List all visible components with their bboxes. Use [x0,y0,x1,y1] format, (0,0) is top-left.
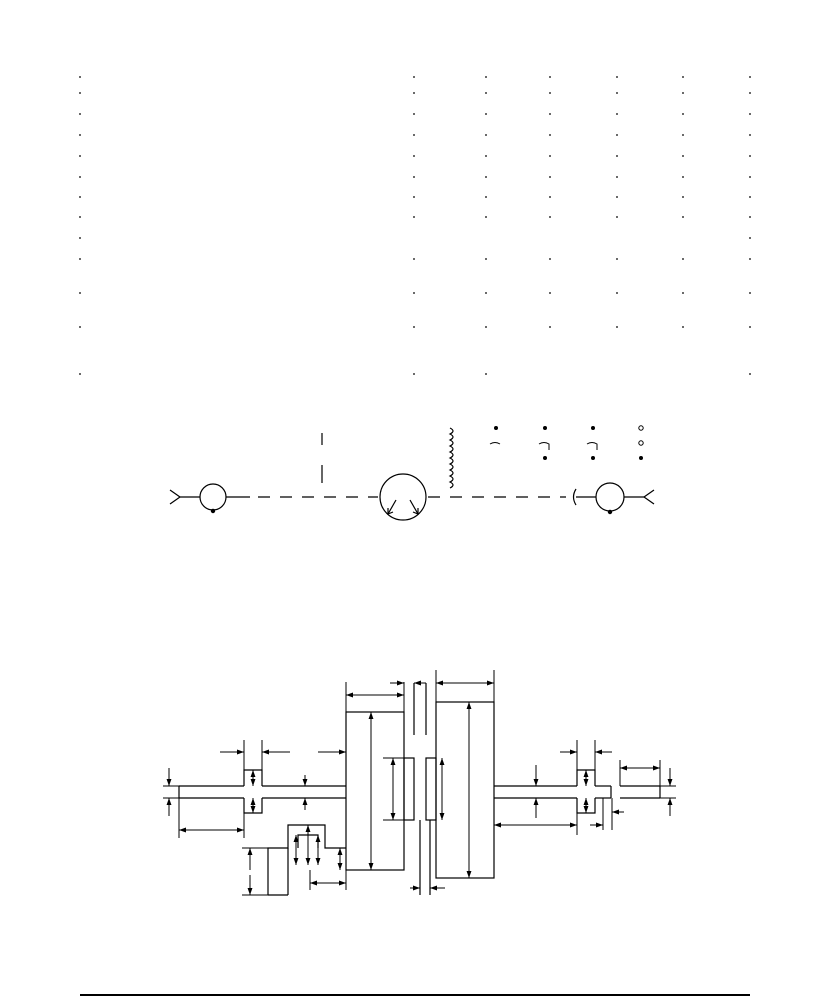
table-dot [413,196,415,198]
table-dot [413,292,415,294]
table-dot [549,113,551,115]
table-dot [485,326,487,328]
table-dot [549,155,551,157]
table-dot [485,216,487,218]
table-dot [549,292,551,294]
table-dot [682,134,684,136]
table-dot [485,76,487,78]
table-dot [749,292,751,294]
table-dot [79,113,81,115]
table-dot [616,92,618,94]
table-dot [79,76,81,78]
table-dot [549,258,551,260]
table-dot [485,373,487,375]
table-dot [682,113,684,115]
table-dot [413,113,415,115]
table-dot [616,292,618,294]
table-dot [749,76,751,78]
table-dot [616,176,618,178]
table-dot [79,292,81,294]
table-dot [485,176,487,178]
table-dot [749,237,751,239]
table-dot [749,113,751,115]
table-dot [682,258,684,260]
table-dot [79,134,81,136]
table-dot [749,134,751,136]
table-dot [682,155,684,157]
table-dot [413,155,415,157]
table-dot [79,258,81,260]
table-dot [616,326,618,328]
table-dot [413,92,415,94]
table-dot [79,216,81,218]
left-source-symbol [169,483,250,514]
table-dot [79,373,81,375]
table-dot [413,134,415,136]
table-dot [616,216,618,218]
table-dot [616,134,618,136]
table-dot [413,76,415,78]
table-dot [413,326,415,328]
footer-rule [80,994,750,996]
table-dot [549,134,551,136]
motor-symbol [379,473,427,521]
table-dot [79,237,81,239]
table-dot [749,373,751,375]
coil-icon [448,427,454,489]
table-dot [616,113,618,115]
table-dot [79,155,81,157]
table-dot [413,176,415,178]
table-dot [682,92,684,94]
table-dot [749,196,751,198]
dimension-lines [163,670,676,896]
table-dot [749,92,751,94]
table-dot [682,176,684,178]
table-dot [79,196,81,198]
table-dot [413,373,415,375]
table-dot [485,155,487,157]
table-dot [616,76,618,78]
right-load-symbol [572,482,655,515]
table-dot [682,216,684,218]
table-dot [485,92,487,94]
shaft-profile [178,683,661,896]
table-dot [616,196,618,198]
table-dot [485,258,487,260]
table-dot [616,258,618,260]
table-dot [682,76,684,78]
table-dot [413,258,415,260]
table-dot [485,196,487,198]
table-dot [682,326,684,328]
table-dot [549,92,551,94]
table-dot [549,76,551,78]
table-dot [485,292,487,294]
table-dot [682,196,684,198]
table-dot [549,176,551,178]
table-dot [549,326,551,328]
table-dot [413,216,415,218]
table-dot [79,326,81,328]
table-dot [485,113,487,115]
table-dot [79,176,81,178]
table-dot [616,155,618,157]
table-dot [549,216,551,218]
terminal-symbols [489,425,644,460]
table-dot [749,176,751,178]
dot-leader-table [79,76,751,375]
table-dot [682,292,684,294]
table-dot [79,92,81,94]
table-dot [485,134,487,136]
table-dot [749,155,751,157]
table-dot [749,216,751,218]
table-dot [749,326,751,328]
table-dot [549,196,551,198]
table-dot [749,258,751,260]
